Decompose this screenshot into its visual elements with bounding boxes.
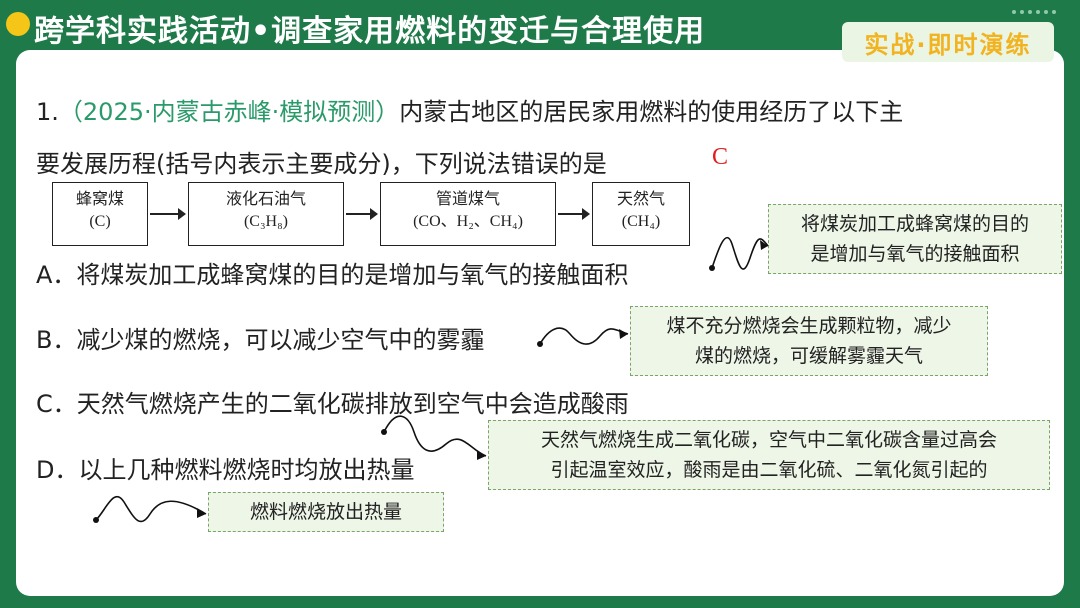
practice-badge: 实战·即时演练 [842, 22, 1054, 62]
note-line: 燃料燃烧放出热量 [249, 501, 402, 523]
question-text-1: 内蒙古地区的居民家用燃料的使用经历了以下主 [399, 98, 904, 126]
flow-arrow-icon [346, 208, 378, 220]
flow-box-formula: (C₃H₈) [243, 213, 289, 230]
flow-box-honeycomb-coal: 蜂窝煤 (C) [52, 182, 148, 246]
question-source: （2025·内蒙古赤峰·模拟预测） [58, 98, 400, 126]
note-option-d: 燃料燃烧放出热量 [208, 492, 444, 532]
flow-box-formula: (C) [89, 213, 111, 230]
flow-box-natural-gas: 天然气 (CH₄) [592, 182, 690, 246]
note-line: 煤不充分燃烧会生成颗粒物，减少 [666, 315, 952, 337]
question-number: 1. [36, 98, 59, 126]
note-line: 引起温室效应，酸雨是由二氧化硫、二氧化氮引起的 [550, 459, 988, 481]
flow-arrow-icon [150, 208, 186, 220]
flow-box-name: 管道煤气 [435, 191, 500, 208]
page-title: 跨学科实践活动•调查家用燃料的变迁与合理使用 [34, 14, 706, 49]
flow-box-name: 蜂窝煤 [75, 191, 124, 208]
note-line: 天然气燃烧生成二氧化碳，空气中二氧化碳含量过高会 [540, 429, 997, 451]
option-c[interactable]: C．天然气燃烧产生的二氧化碳排放到空气中会造成酸雨 [36, 390, 629, 418]
option-a[interactable]: A．将煤炭加工成蜂窝煤的目的是增加与氧气的接触面积 [36, 261, 629, 289]
note-option-c: 天然气燃烧生成二氧化碳，空气中二氧化碳含量过高会 引起温室效应，酸雨是由二氧化硫… [488, 420, 1050, 490]
flow-box-formula: (CO、H₂、CH₄) [413, 213, 523, 230]
note-line: 将煤炭加工成蜂窝煤的目的 [800, 213, 1029, 235]
question-text-2: 要发展历程(括号内表示主要成分)，下列说法错误的是 [36, 150, 607, 178]
header-bullet-icon [6, 12, 30, 36]
option-b[interactable]: B．减少煤的燃烧，可以减少空气中的雾霾 [36, 326, 485, 354]
fuel-flow-diagram: 蜂窝煤 (C) 液化石油气 (C₃H₈) 管道煤气 (CO、H₂、CH₄) 天然… [52, 182, 692, 246]
note-option-a: 将煤炭加工成蜂窝煤的目的 是增加与氧气的接触面积 [768, 204, 1062, 274]
option-d[interactable]: D．以上几种燃料燃烧时均放出热量 [36, 456, 415, 484]
flow-box-name: 液化石油气 [225, 191, 306, 208]
note-line: 煤的燃烧，可缓解雾霾天气 [694, 345, 923, 367]
flow-box-pipeline-gas: 管道煤气 (CO、H₂、CH₄) [380, 182, 556, 246]
flow-box-name: 天然气 [616, 191, 665, 208]
answer-mark: C [712, 144, 729, 170]
flow-arrow-icon [558, 208, 590, 220]
decorative-dots [1012, 10, 1056, 14]
flow-box-lpg: 液化石油气 (C₃H₈) [188, 182, 344, 246]
note-option-b: 煤不充分燃烧会生成颗粒物，减少 煤的燃烧，可缓解雾霾天气 [630, 306, 988, 376]
flow-box-formula: (CH₄) [621, 213, 661, 230]
question-line-1: 1.（2025·内蒙古赤峰·模拟预测）内蒙古地区的居民家用燃料的使用经历了以下主 [36, 92, 903, 127]
note-line: 是增加与氧气的接触面积 [810, 243, 1020, 265]
